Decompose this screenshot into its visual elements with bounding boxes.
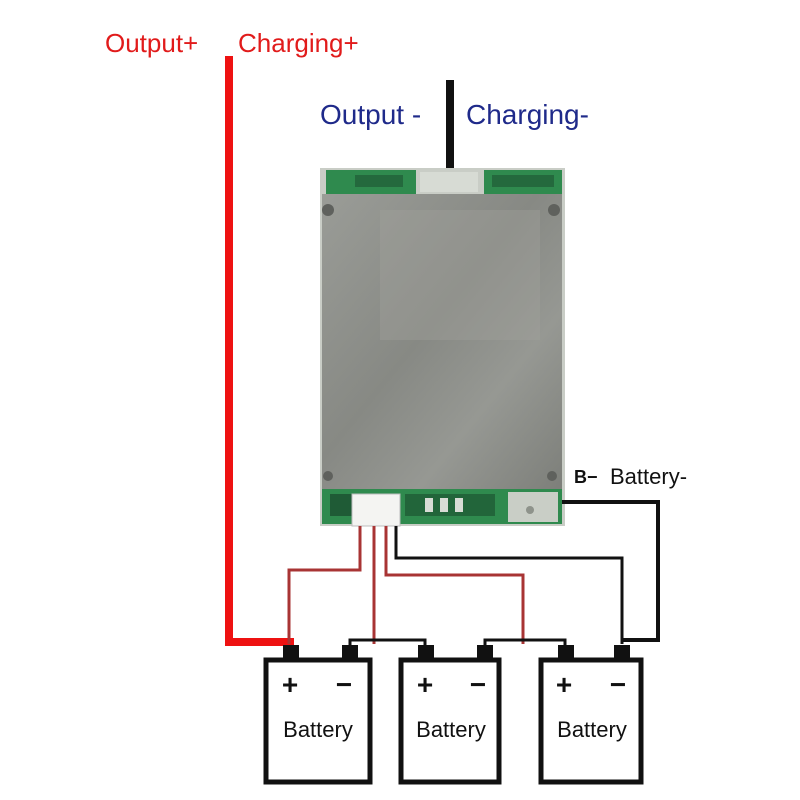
battery-2-label: Battery — [416, 717, 486, 742]
series-link-2 — [483, 638, 567, 648]
battery-1-label: Battery — [283, 717, 353, 742]
screw-top-right — [548, 204, 560, 216]
battery-2-minus: − — [470, 669, 486, 700]
output-plus-wire — [225, 56, 294, 648]
battery-1-plus: + — [282, 669, 298, 700]
output-plus-label: Output+ — [105, 28, 198, 58]
screw-bottom-left — [323, 471, 333, 481]
balance-wire-1 — [287, 526, 362, 644]
balance-connector — [351, 493, 401, 527]
battery-3-minus: − — [610, 669, 626, 700]
charging-minus-label: Charging- — [466, 99, 589, 130]
charging-plus-label: Charging+ — [238, 28, 359, 58]
battery-2: + − Battery — [398, 645, 502, 785]
battery-2-plus: + — [417, 669, 433, 700]
output-minus-label: Output - — [320, 99, 421, 130]
balance-wire-3 — [384, 526, 525, 644]
battery-3: + − Battery — [538, 645, 644, 785]
b-minus-wire — [562, 500, 660, 642]
screw-top-left — [322, 204, 334, 216]
heat-shield — [322, 194, 562, 489]
screw-bottom-right — [547, 471, 557, 481]
battery-minus-label: Battery- — [610, 464, 687, 489]
battery-1: + − Battery — [263, 645, 373, 785]
b-minus-label: B− — [574, 467, 598, 487]
battery-3-label: Battery — [557, 717, 627, 742]
balance-wire-negative — [394, 526, 624, 644]
series-link-1 — [348, 638, 427, 648]
battery-3-plus: + — [556, 669, 572, 700]
battery-1-minus: − — [336, 669, 352, 700]
bms-board — [320, 168, 565, 527]
